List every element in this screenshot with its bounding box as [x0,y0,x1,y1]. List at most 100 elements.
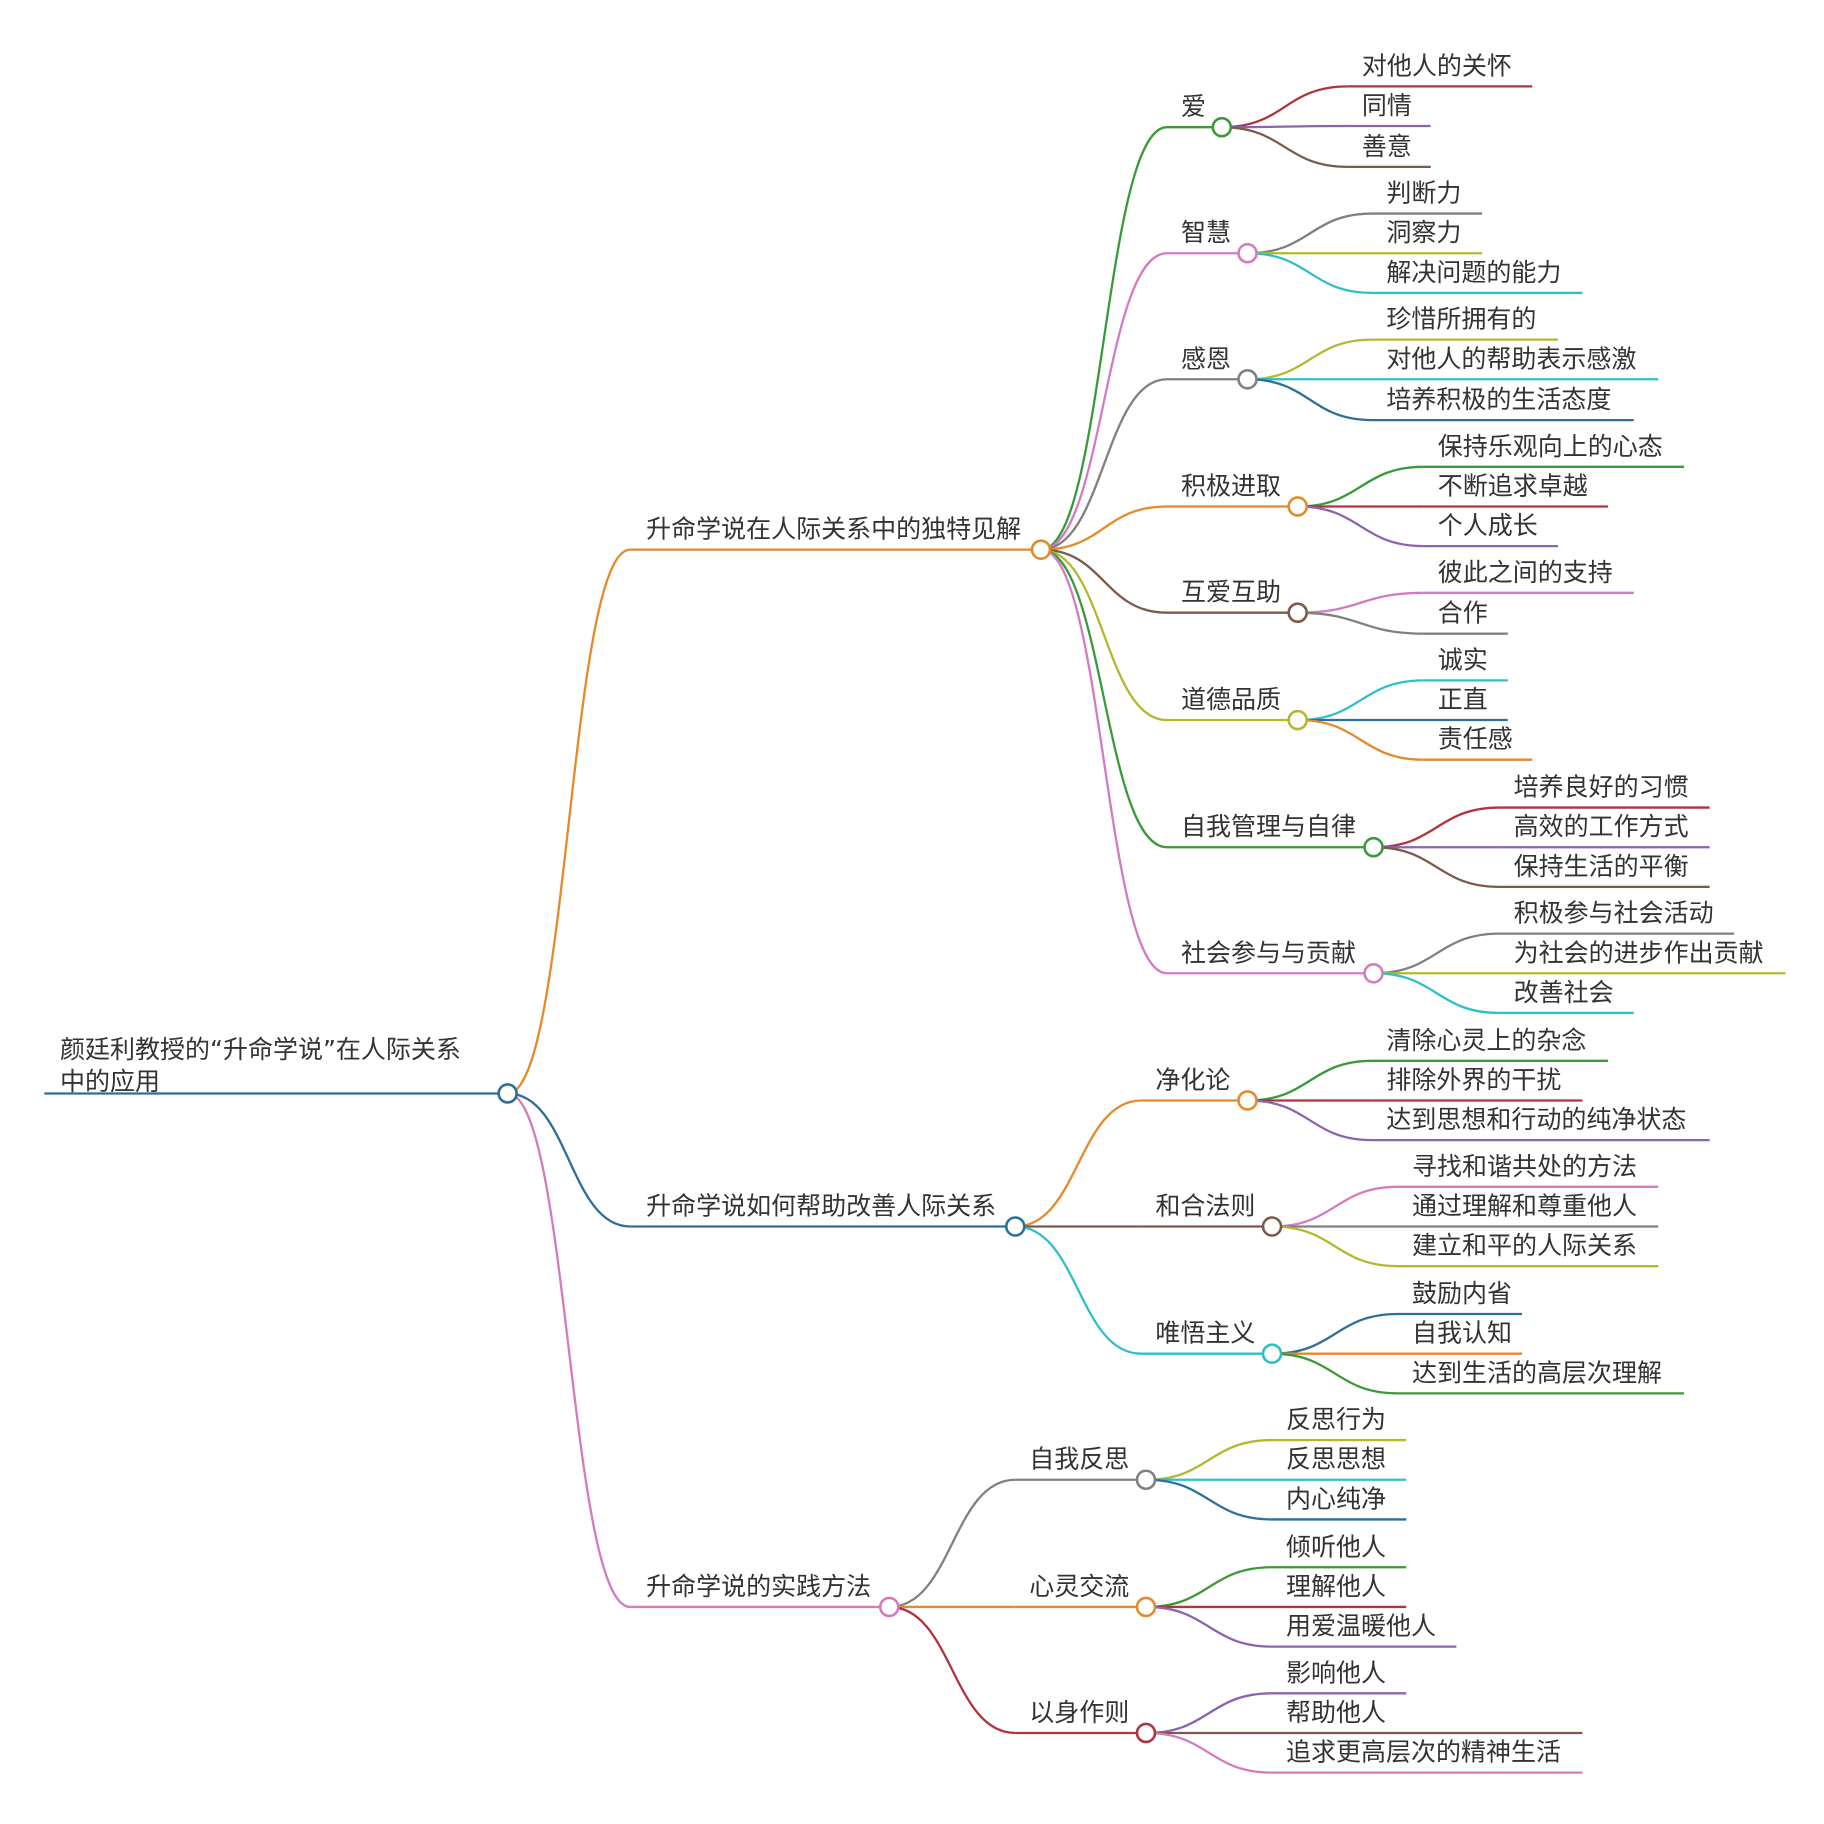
edge-topic-to-item [1247,338,1373,381]
item-label: 诚实 [1438,645,1488,674]
topic-label: 自我管理与自律 [1181,812,1356,841]
item-label: 高效的工作方式 [1514,812,1689,841]
edge-topic-to-item [1247,212,1373,255]
edge-branch-to-topic [1040,505,1167,551]
item-label: 为社会的进步作出贡献 [1514,938,1764,967]
mind-map-nodes [497,116,1384,1744]
topic-node-dot[interactable] [1135,1469,1157,1491]
item-label: 鼓励内省 [1412,1279,1512,1308]
edge-topic-to-item [1272,1352,1399,1395]
item-label: 反思思想 [1286,1445,1386,1474]
topic-label: 和合法则 [1155,1192,1255,1221]
item-label: 倾听他人 [1286,1532,1386,1561]
topic-label: 爱 [1181,92,1206,121]
item-label: 善意 [1362,132,1412,161]
topic-label: 心灵交流 [1029,1572,1129,1601]
item-label: 保持乐观向上的心态 [1438,432,1663,461]
item-label: 达到生活的高层次理解 [1412,1358,1662,1387]
item-label: 责任感 [1438,725,1513,754]
mind-map-labels: 颜廷利教授的“升命学说”在人际关系 中的应用 升命学说在人际关系中的独特见解 爱对… [60,51,1764,1766]
edge-topic-to-item [1221,85,1348,129]
branch-label: 升命学说的实践方法 [646,1572,871,1601]
topic-label: 社会参与与贡献 [1181,938,1356,967]
item-label: 帮助他人 [1286,1698,1386,1727]
edge-branch-to-topic [1040,378,1167,551]
mind-map-edges [507,85,1500,1774]
topic-node-dot[interactable] [1287,709,1308,731]
edge-topic-to-item [1247,252,1373,295]
topic-label: 感恩 [1181,344,1231,373]
edge-topic-to-item [1272,1225,1399,1268]
topic-node-dot[interactable] [1237,1090,1258,1111]
item-label: 同情 [1362,91,1412,120]
edge-branch-to-topic [1015,1225,1142,1355]
edge-topic-to-item [1145,1478,1273,1521]
edge-topic-to-item [1145,1438,1273,1481]
edge-branch-to-topic [1040,252,1168,551]
edge-topic-to-item [1373,972,1500,1015]
item-label: 清除心灵上的杂念 [1386,1026,1586,1055]
edge-topic-to-item [1247,378,1373,422]
edge-topic-to-item [1145,1605,1273,1648]
branch-node-dot[interactable] [878,1596,900,1618]
edge-topic-to-item [1373,806,1500,849]
mind-map-underlines [44,85,1786,1774]
item-label: 正直 [1438,685,1488,714]
topic-node-dot[interactable] [1211,116,1233,138]
item-label: 用爱温暖他人 [1286,1612,1436,1641]
root-title-line-1: 颜廷利教授的“升命学说”在人际关系 [60,1035,461,1064]
topic-label: 唯悟主义 [1155,1319,1255,1348]
item-label: 理解他人 [1286,1572,1386,1601]
branch-node-dot[interactable] [1004,1216,1026,1237]
edge-topic-to-item [1272,1312,1399,1355]
topic-label: 积极进取 [1181,471,1281,500]
topic-node-dot[interactable] [1261,1343,1283,1365]
edge-topic-to-item [1145,1692,1273,1735]
item-label: 排除外界的干扰 [1386,1065,1561,1094]
branch-label: 升命学说在人际关系中的独特见解 [646,515,1021,544]
item-label: 洞察力 [1386,218,1461,247]
item-label: 珍惜所拥有的 [1386,305,1536,334]
branch-label: 升命学说如何帮助改善人际关系 [646,1192,996,1221]
topic-node-dot[interactable] [1135,1722,1157,1744]
item-label: 建立和平的人际关系 [1412,1231,1637,1260]
edge-branch-to-topic [1040,548,1167,722]
topic-node-dot[interactable] [1287,496,1308,517]
topic-label: 互爱互助 [1181,578,1281,607]
topic-node-dot[interactable] [1135,1596,1157,1618]
edge-topic-to-item [1373,932,1500,975]
root-title-line-2: 中的应用 [60,1067,160,1096]
topic-node-dot[interactable] [1237,368,1258,390]
item-label: 对他人的帮助表示感激 [1386,344,1636,373]
edge-topic-to-item [1247,1099,1373,1142]
edge-topic-to-item [1297,679,1424,722]
topic-node-dot[interactable] [1287,602,1308,623]
root-node-dot[interactable] [497,1083,518,1104]
edge-topic-to-item [1272,1185,1399,1228]
topic-node-dot[interactable] [1363,836,1384,858]
topic-node-dot[interactable] [1237,242,1258,264]
item-label: 自我认知 [1412,1319,1512,1348]
edge-root-to-branch [507,548,631,1095]
item-label: 不断追求卓越 [1438,471,1588,500]
edge-branch-to-topic [1040,548,1167,614]
edge-topic-to-item [1297,591,1424,614]
branch-node-dot[interactable] [1030,539,1052,560]
item-label: 通过理解和尊重他人 [1412,1192,1637,1221]
item-label: 内心纯净 [1286,1484,1386,1513]
topic-label: 道德品质 [1181,685,1281,714]
topic-label: 自我反思 [1029,1445,1129,1474]
edge-branch-to-topic [1040,548,1168,849]
edge-branch-to-topic [1015,1099,1142,1228]
edge-branch-to-topic [889,1478,1016,1609]
topic-node-dot[interactable] [1363,962,1384,984]
topic-label: 净化论 [1155,1065,1230,1094]
edge-topic-to-item [1247,1059,1373,1102]
topic-node-dot[interactable] [1261,1216,1283,1237]
edge-topic-to-item [1297,611,1424,635]
item-label: 追求更高层次的精神生活 [1286,1738,1561,1767]
edge-topic-to-item [1297,465,1424,508]
item-label: 保持生活的平衡 [1514,852,1689,881]
edge-topic-to-item [1145,1731,1273,1774]
